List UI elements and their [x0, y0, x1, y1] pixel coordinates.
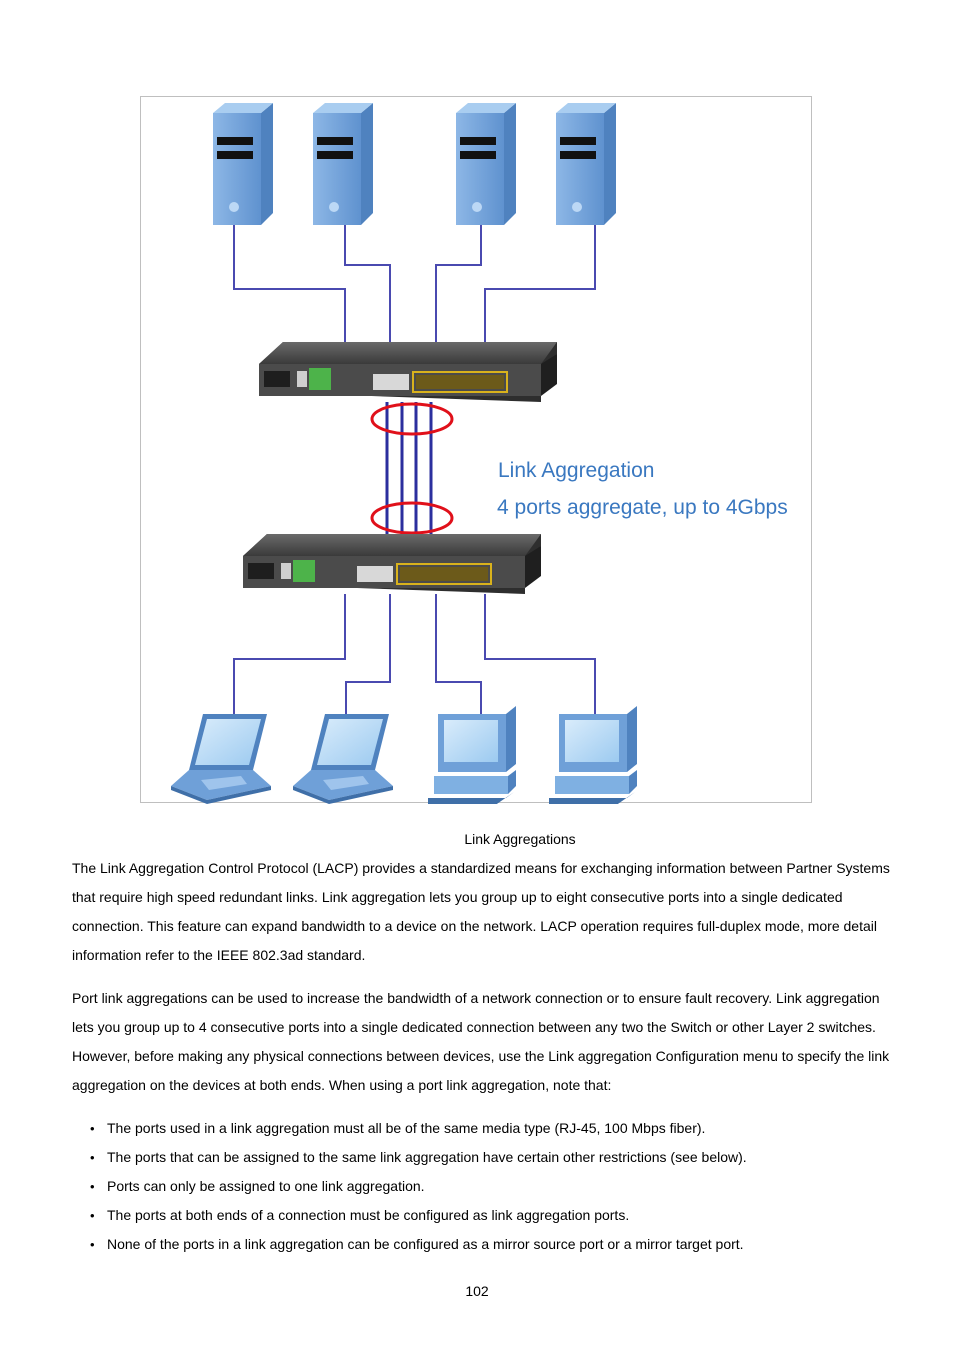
- page-number: 102: [465, 1283, 489, 1299]
- paragraph-port-link-aggregation: Port link aggregations can be used to in…: [72, 990, 890, 1093]
- list-item: The ports that can be assigned to the sa…: [90, 1143, 892, 1172]
- network-diagram: Link Aggregation 4 ports aggregate, up t…: [171, 103, 788, 804]
- desktop-computer-icon: [549, 706, 637, 804]
- laptop-icon: [171, 714, 271, 804]
- switch-top: [259, 342, 557, 402]
- server-cables: [233, 225, 596, 342]
- desktop-computer-icon: [428, 706, 516, 804]
- list-item: Ports can only be assigned to one link a…: [90, 1172, 892, 1201]
- client-cables: [233, 594, 596, 715]
- link-aggregation-figure: Link Aggregation 4 ports aggregate, up t…: [140, 96, 812, 804]
- laptop-icon: [293, 714, 393, 804]
- server-icon: [456, 103, 516, 225]
- server-icon: [313, 103, 373, 225]
- list-item: None of the ports in a link aggregation …: [90, 1230, 892, 1259]
- switch-bottom: [243, 534, 541, 594]
- server-icon: [213, 103, 273, 225]
- figure-caption: Link Aggregations: [464, 831, 576, 847]
- server-icon: [556, 103, 616, 225]
- aggregation-ring-bottom: [370, 501, 454, 535]
- aggregation-label-subtitle: 4 ports aggregate, up to 4Gbps: [497, 496, 788, 519]
- paragraph-lacp: The Link Aggregation Control Protocol (L…: [72, 860, 890, 963]
- aggregation-label-title: Link Aggregation: [498, 459, 654, 482]
- aggregated-links: [385, 402, 433, 537]
- list-item: The ports used in a link aggregation mus…: [90, 1114, 892, 1143]
- notes-list: The ports used in a link aggregation mus…: [72, 1114, 892, 1259]
- aggregation-ring-top: [370, 402, 454, 436]
- list-item: The ports at both ends of a connection m…: [90, 1201, 892, 1230]
